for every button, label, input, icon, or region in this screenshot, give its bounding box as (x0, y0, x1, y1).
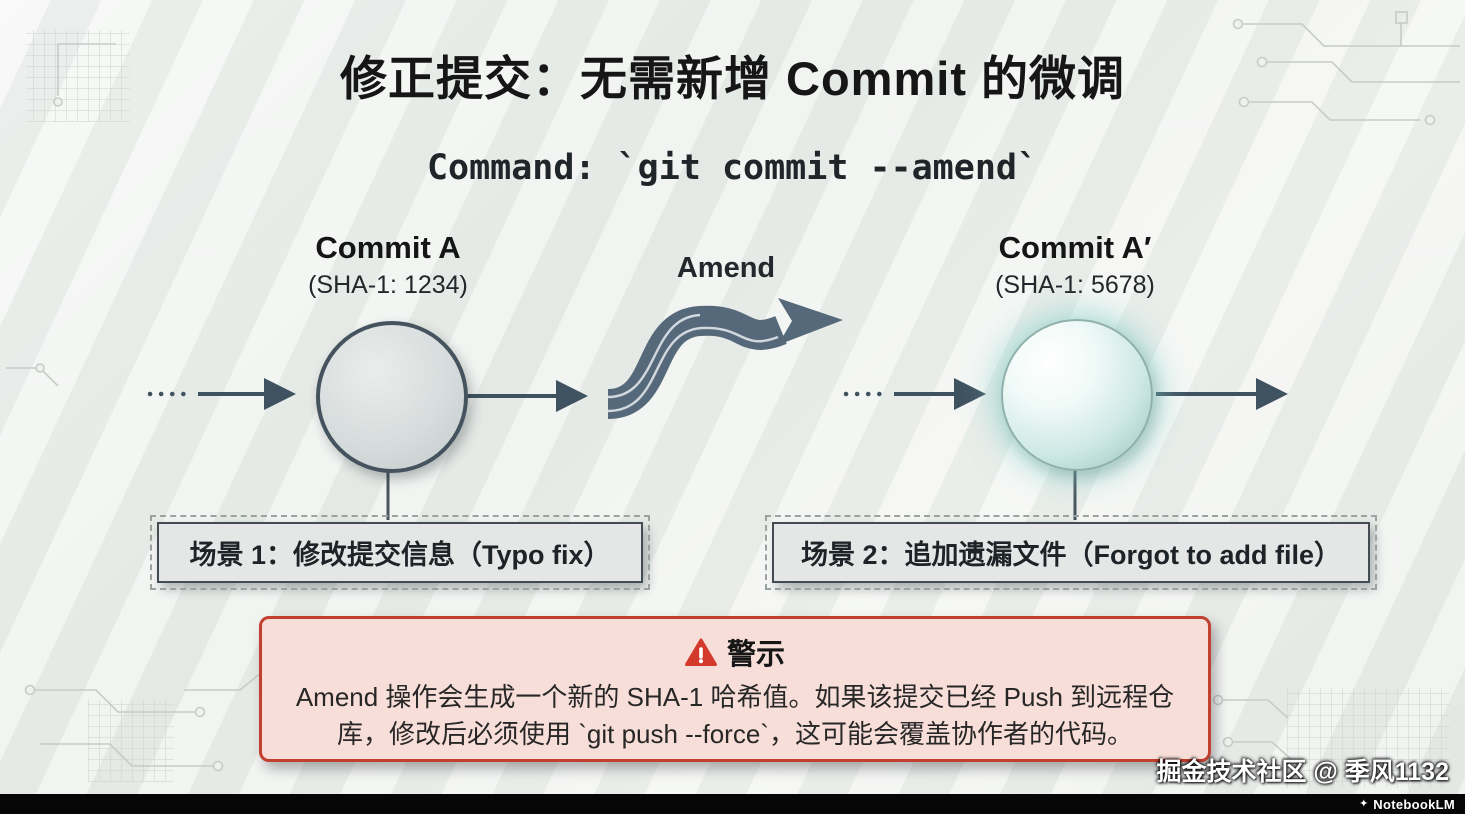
circuit-decoration-top-right (1232, 11, 1460, 126)
notebooklm-logo-icon: ✦ (1359, 797, 1369, 810)
amend-label: Amend (676, 252, 776, 284)
amend-swoosh-arrow (606, 298, 843, 419)
commit-a-node (316, 321, 468, 473)
commit-a-sha: (SHA-1: 1234) (308, 271, 468, 299)
commit-a-name: Commit A (315, 230, 461, 265)
scenario-2-label: 场景 2：追加遗漏文件（Forgot to add file） (801, 540, 1341, 570)
brand-name: NotebookLM (1373, 796, 1455, 812)
circuit-decoration-bottom-left (24, 671, 263, 782)
watermark: 掘金技术社区 @ 季风1132 (1156, 758, 1449, 786)
commit-a-label-group: Commit A (SHA-1: 1234) (258, 230, 518, 300)
bottom-bar: ✦ NotebookLM (0, 794, 1465, 814)
scenario-1-box: 场景 1：修改提交信息（Typo fix） (150, 515, 650, 590)
circuit-decoration-bottom-right (1212, 688, 1450, 788)
warning-text: Amend 操作会生成一个新的 SHA-1 哈希值。如果该提交已经 Push 到… (295, 682, 1175, 749)
circuit-decoration-top-left (26, 30, 130, 122)
commit-a-prime-node (1001, 319, 1153, 471)
warning-title: 警示 (726, 639, 785, 671)
page-title: 修正提交：无需新增 Commit 的微调 (339, 52, 1126, 105)
commit-a-prime-name: Commit A′ (998, 230, 1152, 265)
warning-header: 警示 (294, 631, 1176, 673)
commit-a-prime-sha: (SHA-1: 5678) (995, 271, 1155, 299)
warning-box: 警示 Amend 操作会生成一个新的 SHA-1 哈希值。如果该提交已经 Pus… (259, 616, 1211, 762)
scenario-2-box: 场景 2：追加遗漏文件（Forgot to add file） (765, 515, 1377, 590)
scenario-1-label: 场景 1：修改提交信息（Typo fix） (189, 540, 611, 570)
commit-a-prime-label-group: Commit A′ (SHA-1: 5678) (945, 230, 1205, 300)
circuit-decoration-left-edge (6, 363, 59, 387)
command-line: Command: `git commit --amend` (426, 148, 1039, 188)
warning-triangle-icon (684, 638, 717, 666)
